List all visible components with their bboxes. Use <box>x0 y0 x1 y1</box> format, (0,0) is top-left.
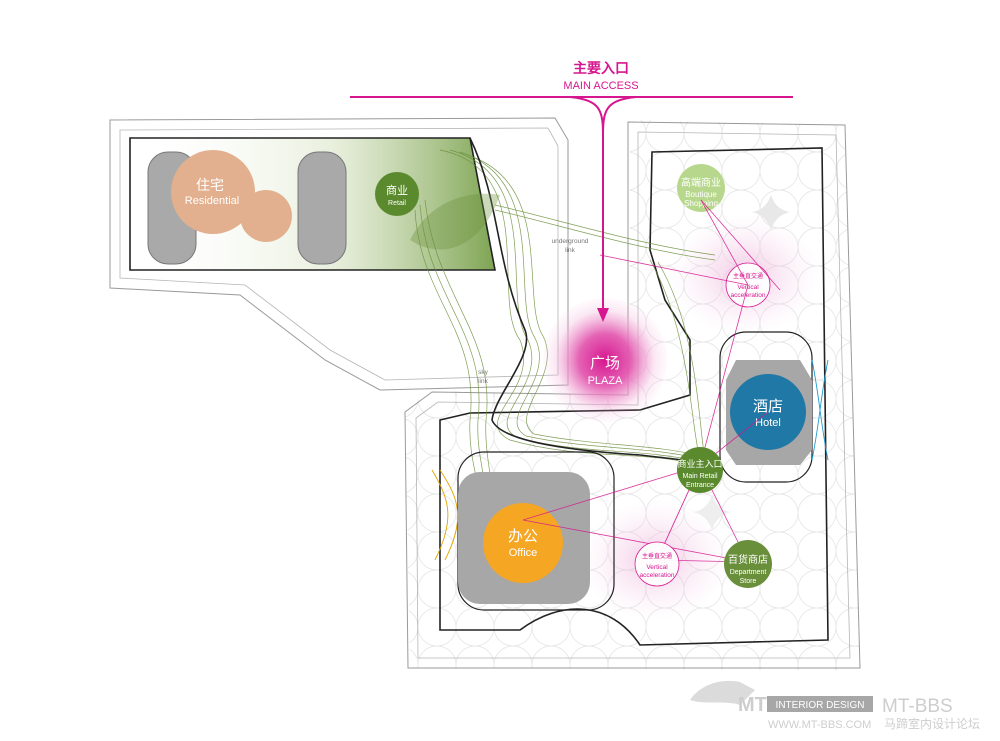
retail-label-cn: 商业 <box>386 183 408 197</box>
plaza-label-en: PLAZA <box>588 375 624 387</box>
office-circle <box>483 503 563 583</box>
department-label-en1: Department <box>730 569 767 576</box>
vertical-bottom-label-cn: 主垂直交通 <box>642 552 672 560</box>
vertical-top-label-en2: acceleration <box>730 292 765 299</box>
residential-circle-small <box>240 190 292 242</box>
boutique-label-en2: Shopping <box>684 199 718 208</box>
residential-circle <box>171 150 255 234</box>
vertical-top-label-en1: Vertical <box>737 284 759 291</box>
vertical-bottom-label-en1: Vertical <box>646 564 668 571</box>
plaza-label-cn: 广场 <box>590 354 620 372</box>
residential-label-cn: 住宅 <box>196 178 224 194</box>
watermark-cn: 马蹄室内设计论坛 <box>884 716 980 731</box>
site-boundary-left-inner <box>119 127 559 381</box>
watermark-brand: MT <box>738 694 767 716</box>
star-decoration-bottom <box>693 495 731 530</box>
site-boundary-left <box>109 117 569 391</box>
watermark-url: WWW.MT-BBS.COM <box>768 719 871 731</box>
hotel-label-en: Hotel <box>755 417 781 429</box>
sky-link-label: sky <box>478 369 489 376</box>
office-link-lines <box>431 469 459 561</box>
watermark-tag-bg <box>767 696 873 712</box>
office-label-cn: 办公 <box>508 527 538 545</box>
vertical-top-label-cn: 主垂直交通 <box>733 272 763 280</box>
watermark-tag: INTERIOR DESIGN <box>776 700 865 711</box>
main-entrance-label-en1: Main Retail <box>682 473 717 480</box>
main-access-label-cn: 主要入口 <box>573 60 629 77</box>
horse-logo <box>690 680 755 705</box>
boutique-circle <box>677 164 725 212</box>
vertical-bottom-label-en2: acceleration <box>639 572 674 579</box>
residential-label-en: Residential <box>185 195 239 207</box>
main-entrance-label-cn: 商业主入口 <box>677 458 722 470</box>
plaza-circle <box>557 312 653 408</box>
department-label-cn: 百货商店 <box>728 553 768 566</box>
boutique-label-en1: Boutique <box>685 190 717 199</box>
main-access-arrow <box>569 96 637 310</box>
retail-building-outline <box>439 147 829 646</box>
star-decoration-top <box>752 195 790 230</box>
vertical-acceleration-bottom <box>634 541 680 587</box>
hotel-link-lines <box>811 359 829 461</box>
office-label-en: Office <box>509 547 538 559</box>
retail-label-en: Retail <box>388 200 406 207</box>
residential-fan <box>410 193 500 250</box>
underground-link-label: underground <box>552 238 589 245</box>
main-access-arrowhead <box>597 308 609 322</box>
retail-circle <box>375 172 419 216</box>
green-link-edge <box>469 137 701 463</box>
boutique-label-cn: 高端商业 <box>681 176 721 189</box>
sky-link-label-2: link <box>478 378 489 385</box>
department-circle <box>724 540 772 588</box>
residential-core-right <box>297 151 347 265</box>
hotel-label-cn: 酒店 <box>753 397 783 415</box>
watermark: MT INTERIOR DESIGN MT-BBS WWW.MT-BBS.COM… <box>690 680 980 731</box>
underground-link-label-2: link <box>565 247 576 254</box>
watermark-bbs: MT-BBS <box>882 696 953 717</box>
main-access-label-en: MAIN ACCESS <box>563 80 638 92</box>
main-entrance-label-en2: Entrance <box>686 482 714 489</box>
department-label-en2: Store <box>740 578 757 585</box>
main-entrance-circle <box>677 447 723 493</box>
